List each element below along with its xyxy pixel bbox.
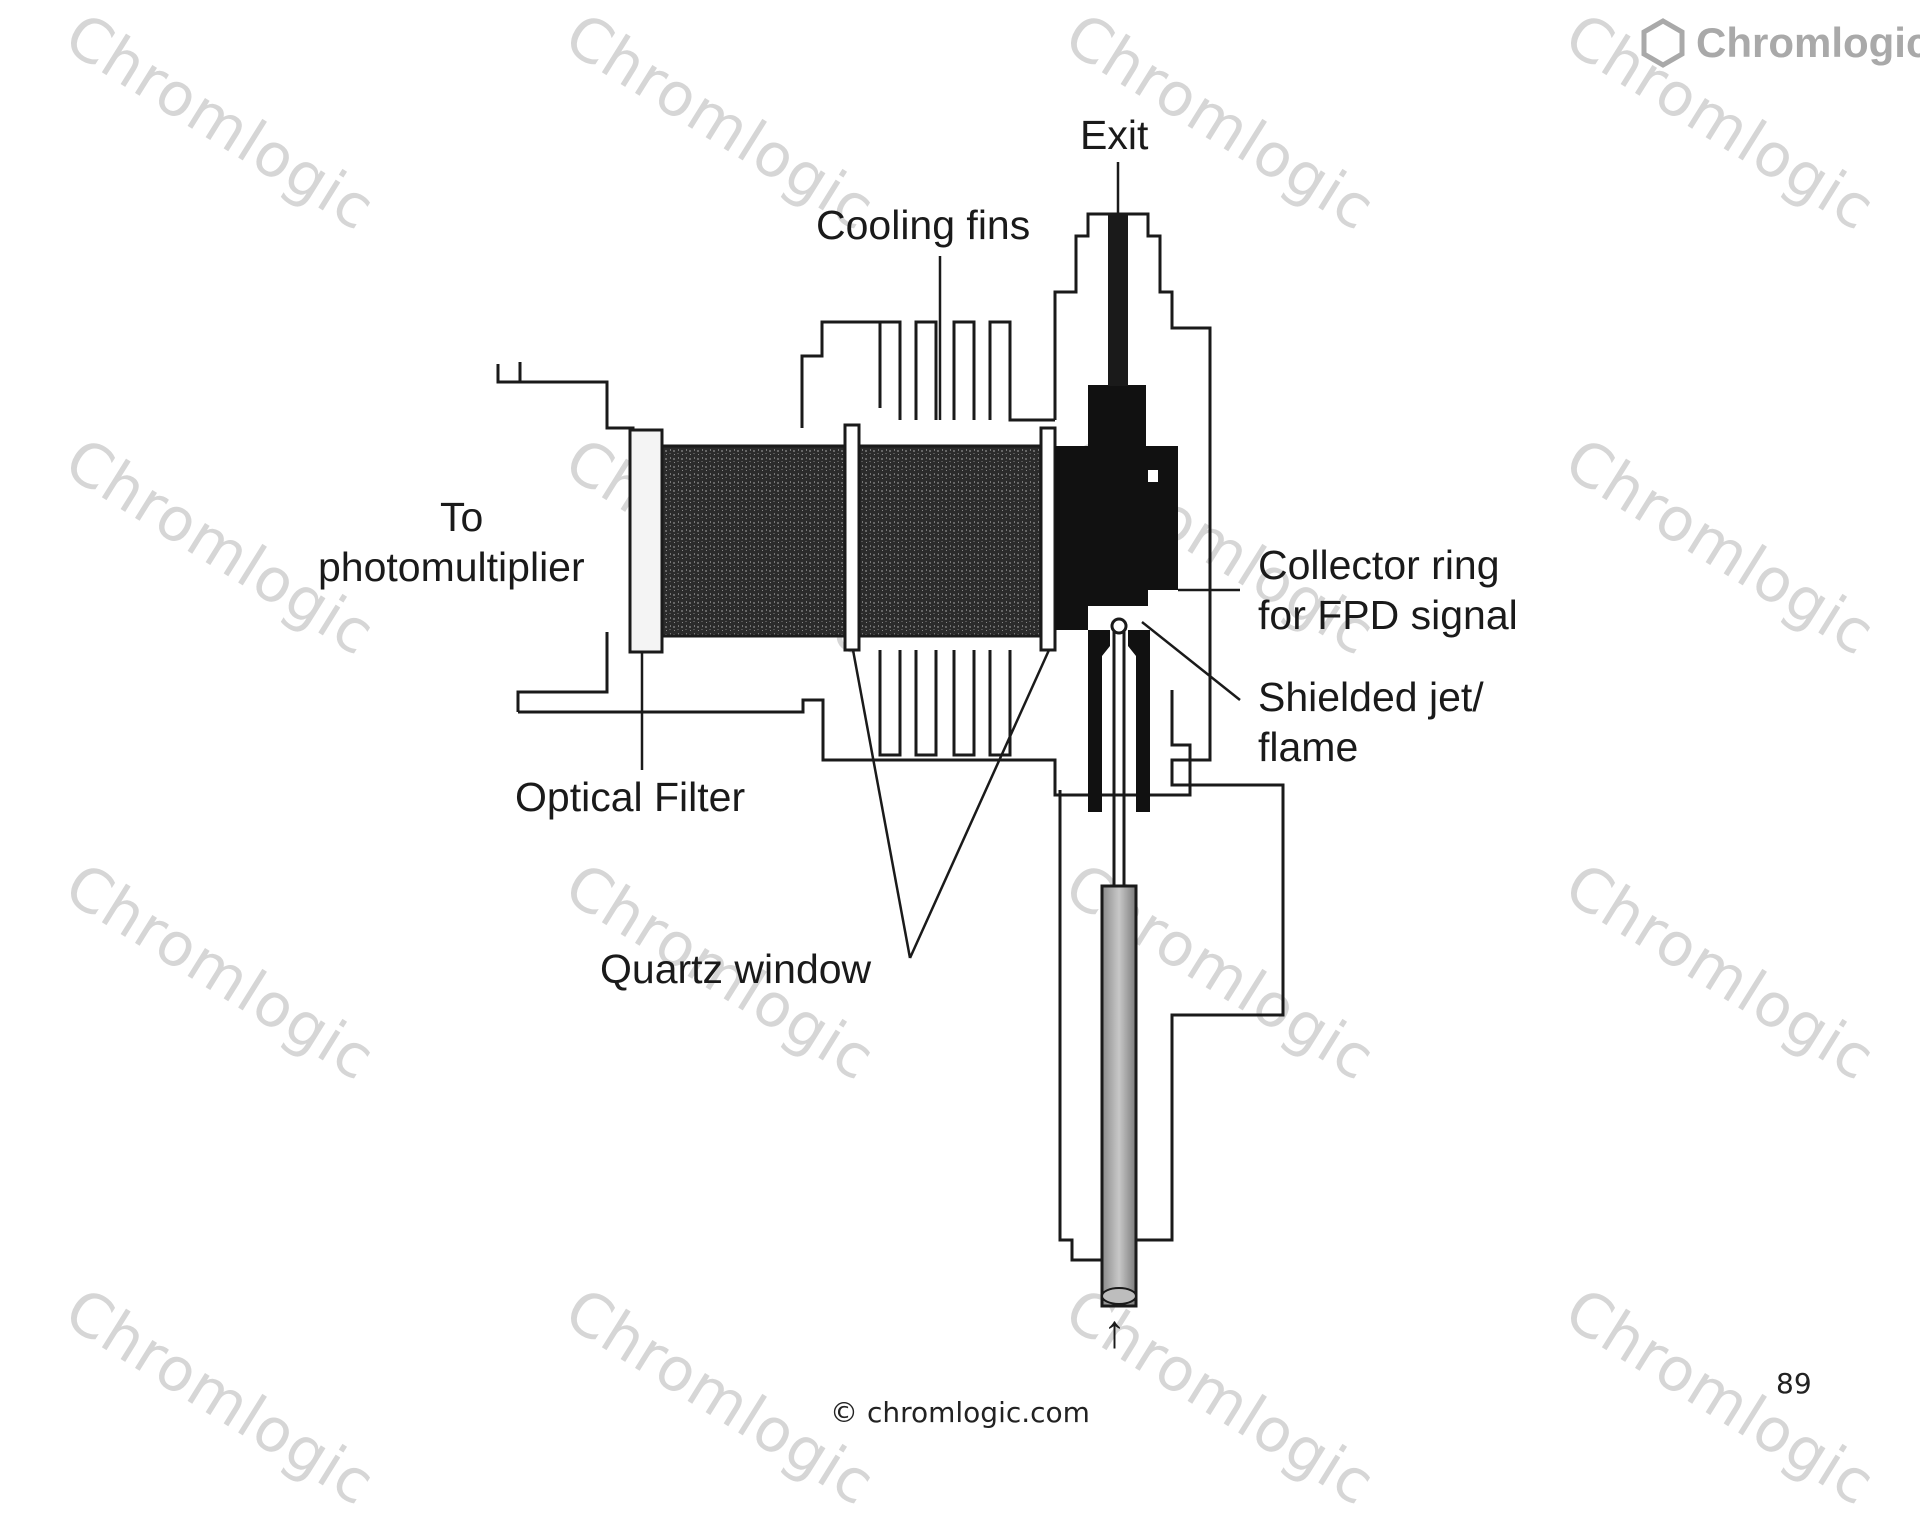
label-to-photomultiplier-1: To [440,494,484,540]
shielded-jet-leader [1141,621,1241,701]
hexagon-icon [1641,18,1685,68]
label-collector-ring-2: for FPD signal [1258,592,1518,638]
inlet-arrow-icon: ↑ [1103,1305,1126,1357]
label-optical-filter: Optical Filter [515,774,746,820]
brand-logo: Chromlogic [1640,18,1920,68]
label-shielded-jet-1: Shielded jet/ [1258,674,1484,720]
collector-ring [1055,385,1178,630]
collector-notch [1148,470,1158,482]
footer-copyright: © chromlogic.com [830,1396,1090,1429]
cooling-fin-block-top [800,320,882,428]
label-to-photomultiplier-2: photomultiplier [318,544,585,590]
flame-shield [1088,630,1150,812]
quartz-window-2 [1039,426,1057,652]
label-exit: Exit [1080,112,1149,158]
flame-jet [1110,617,1128,635]
page-number: 89 [1776,1367,1812,1400]
inlet-tube [1100,884,1138,1308]
inlet-tube-end [1101,1287,1137,1305]
label-shielded-jet-2: flame [1258,724,1359,770]
fpd-detector-diagram [496,162,1285,1308]
exit-tube [1108,214,1128,386]
quartz-window-1 [843,423,861,652]
left-housing-outline [496,364,635,432]
label-collector-ring-1: Collector ring [1258,542,1500,588]
quartz-window-leader-2 [908,649,1051,959]
quartz-window-leader-1 [851,649,912,959]
label-cooling-fins: Cooling fins [816,202,1031,248]
cooling-fins-bottom [878,650,1012,757]
label-quartz-window: Quartz window [600,946,872,992]
lower-left-step [516,632,609,712]
optical-filter [628,428,664,654]
logo-text: Chromlogic [1696,19,1920,66]
left-housing-bottom [518,690,1192,797]
cooling-fins-top [878,320,1055,422]
